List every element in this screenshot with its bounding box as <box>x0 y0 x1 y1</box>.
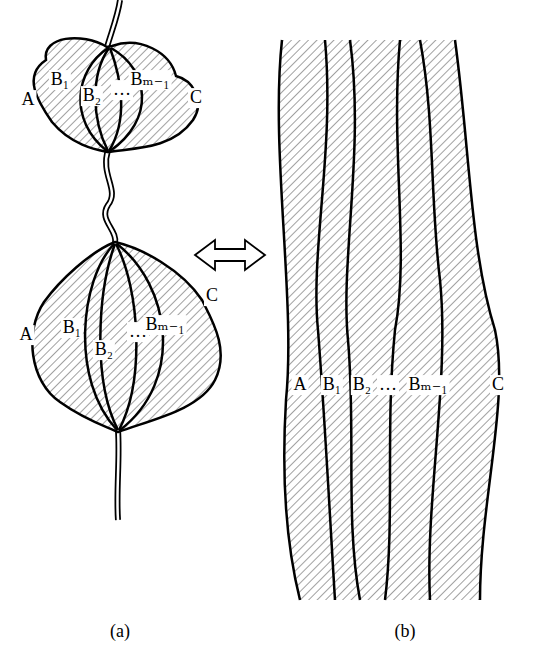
panel-caption: (a) <box>108 622 132 642</box>
side-label: C <box>490 375 506 395</box>
curve-label: B₁ <box>61 318 83 338</box>
side-label: A <box>18 325 35 345</box>
inner-curve <box>80 48 142 151</box>
side-label: C <box>188 88 204 108</box>
ellipsis: … <box>377 375 399 395</box>
hatched-blob <box>32 242 220 432</box>
curve-label: B₂ <box>351 375 373 395</box>
panel-caption: (b) <box>393 622 418 642</box>
curve-label: B₂ <box>93 340 115 360</box>
hatched-band <box>279 40 499 600</box>
curve-label: Bₘ₋₁ <box>144 315 187 335</box>
curve-label: Bₘ₋₁ <box>407 375 450 395</box>
side-label: A <box>292 375 309 395</box>
double-arrow <box>195 240 265 270</box>
inner-curve <box>316 40 442 600</box>
inner-curve <box>85 244 163 430</box>
hatched-blob <box>34 38 198 152</box>
curve-label: Bₘ₋₁ <box>129 70 172 90</box>
side-label: C <box>204 286 220 306</box>
curve-label: B₁ <box>49 70 71 90</box>
side-label: A <box>20 90 37 110</box>
band-edge <box>279 40 499 600</box>
curve-label: B₂ <box>81 86 103 106</box>
curve-label: B₁ <box>321 375 343 395</box>
